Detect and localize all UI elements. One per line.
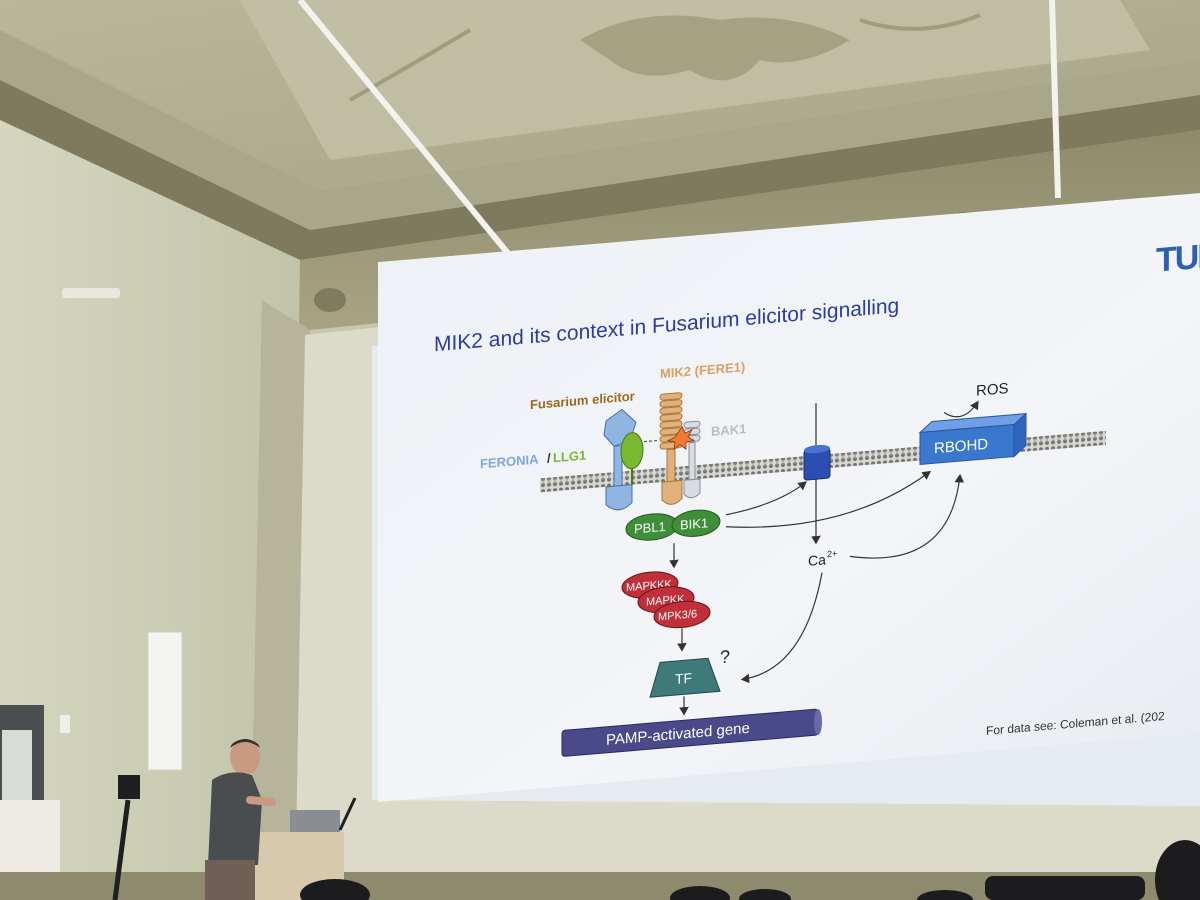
arrow-ca-to-rbohd	[849, 473, 965, 559]
llg1-label: LLG1	[553, 448, 586, 466]
light-switch	[60, 715, 70, 733]
camera-tripod	[112, 775, 140, 900]
bik1-node: BIK1	[671, 509, 721, 537]
ceiling-panel	[240, 0, 1150, 160]
bik1-label: BIK1	[680, 515, 708, 532]
mik2-label: MIK2 (FERE1)	[660, 359, 745, 381]
ros-label: ROS	[976, 380, 1008, 400]
light-rod-right	[1049, 0, 1061, 199]
mpk36-label: MPK3/6	[658, 608, 697, 623]
ros-arrow	[943, 400, 979, 418]
left-wall	[0, 120, 300, 900]
ca-base: Ca	[808, 551, 826, 568]
arrow-ca-to-tf	[740, 572, 823, 684]
tf-question: ?	[720, 646, 730, 667]
frieze	[0, 120, 1200, 330]
light-rod-left	[297, 0, 523, 270]
mapk-cascade: MAPKKK MAPKK MPK3/6	[621, 571, 711, 629]
door-glass	[2, 730, 32, 800]
feronia-mik2-link	[644, 439, 658, 443]
feronia-receptor	[603, 408, 644, 511]
speaker-column	[147, 631, 183, 771]
slide-background	[378, 192, 1200, 802]
wall-sensor	[62, 288, 120, 298]
ceiling-ornament	[580, 15, 850, 81]
elicitor-star	[666, 425, 696, 451]
presenter	[205, 739, 276, 900]
rbohd-label: RBOHD	[934, 436, 988, 458]
calcium-label: Ca 2+	[808, 548, 837, 568]
rbohd-node: RBOHD	[918, 412, 1028, 466]
arrow-bik1-to-rbohd	[725, 470, 932, 528]
laptop	[290, 810, 340, 834]
calcium-channel	[803, 403, 831, 545]
logo-text: TUM	[1156, 236, 1200, 280]
tf-label: TF	[675, 670, 692, 687]
tum-logo: TUM	[1156, 236, 1200, 280]
bak1-label: BAK1	[711, 421, 746, 439]
microphone	[338, 797, 357, 831]
cornice	[0, 30, 1200, 230]
slide-canvas: TUM MIK2 and its context in Fusarium eli…	[378, 192, 1200, 802]
pilaster	[250, 300, 310, 900]
ca-sup: 2+	[827, 548, 837, 559]
pbl1-label: PBL1	[634, 519, 666, 537]
bak1-receptor	[683, 420, 701, 499]
arrow-bik1-to-channel	[725, 481, 807, 516]
feronia-llg1-label: FERONIA / LLG1	[480, 448, 586, 472]
ceiling-vine	[349, 13, 981, 102]
feronia-label: FERONIA	[480, 451, 539, 471]
projected-slide: TUM MIK2 and its context in Fusarium eli…	[378, 192, 1200, 802]
tf-node: TF	[649, 657, 721, 698]
audience	[300, 840, 1200, 900]
slash-label: /	[547, 450, 551, 465]
